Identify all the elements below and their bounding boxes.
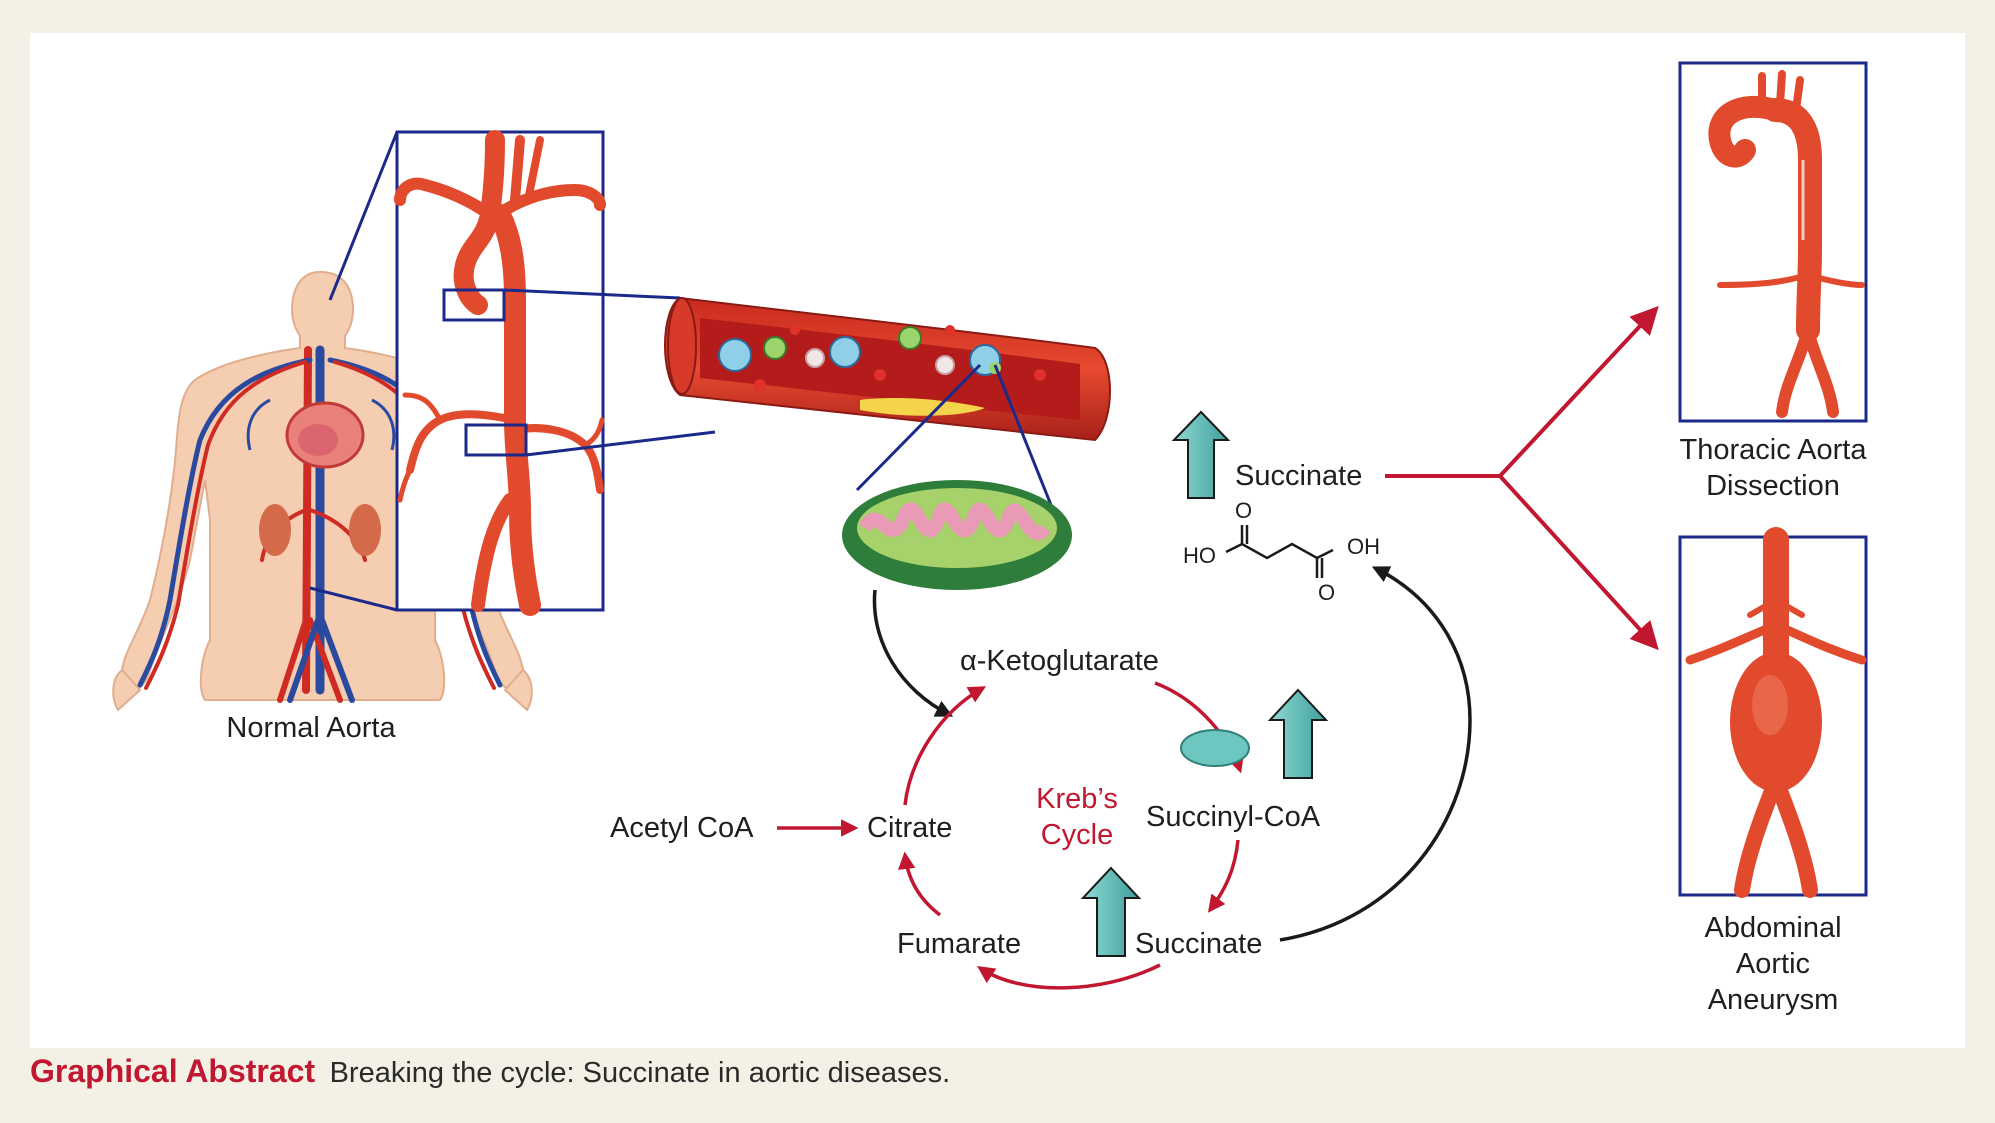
succinate-bottom-label: Succinate	[1135, 928, 1263, 960]
kidney-left	[259, 504, 291, 556]
krebs-cycle-label: Kreb’s Cycle	[1036, 783, 1118, 851]
chem-ho-label: HO	[1183, 543, 1216, 568]
succinate-chemical-structure	[1225, 525, 1334, 578]
increase-arrows	[1080, 410, 1329, 957]
acetyl-coa-label: Acetyl CoA	[610, 812, 754, 844]
thoracic-dissection-inset	[1678, 61, 1868, 423]
mitochondria-illustration	[842, 480, 1072, 590]
outcome-arrows	[1385, 305, 1659, 651]
blood-vessel-illustration	[664, 296, 1111, 442]
krebs-cycle-arrows	[777, 566, 1472, 990]
abdominal-aneurysm-inset	[1678, 527, 1868, 898]
succinyl-coa-label: Succinyl-CoA	[1146, 801, 1321, 833]
alpha-ketoglutarate-label: α-Ketoglutarate	[960, 645, 1159, 677]
chem-oh-label: OH	[1347, 534, 1380, 559]
left-hand	[112, 668, 142, 712]
succinate-top-label: Succinate	[1235, 460, 1363, 492]
thoracic-dissection-label: Thoracic Aorta Dissection	[1679, 434, 1867, 502]
aortic-arch-highlight	[442, 288, 506, 322]
abdominal-aneurysm-label: Abdominal Aortic Aneurysm	[1704, 912, 1842, 1016]
aorta-inset	[394, 130, 606, 616]
normal-aorta-label: Normal Aorta	[226, 712, 396, 744]
abdominal-highlight	[464, 423, 528, 457]
teal-up-arrow-top	[1171, 410, 1231, 499]
chem-o-bottom-label: O	[1318, 580, 1336, 605]
citrate-label: Citrate	[867, 812, 953, 844]
figure-caption: Graphical Abstract Breaking the cycle: S…	[30, 1053, 950, 1101]
teal-up-arrow-succinyl	[1267, 688, 1329, 779]
right-hand	[503, 668, 533, 712]
chem-o-top-label: O	[1235, 498, 1253, 523]
teal-up-arrow-succinate	[1080, 866, 1142, 957]
fumarate-label: Fumarate	[897, 928, 1022, 960]
caption-text: Breaking the cycle: Succinate in aortic …	[329, 1057, 951, 1089]
kidney-right	[349, 504, 381, 556]
enzyme-ellipse	[1180, 729, 1250, 767]
caption-title: Graphical Abstract	[30, 1053, 316, 1089]
